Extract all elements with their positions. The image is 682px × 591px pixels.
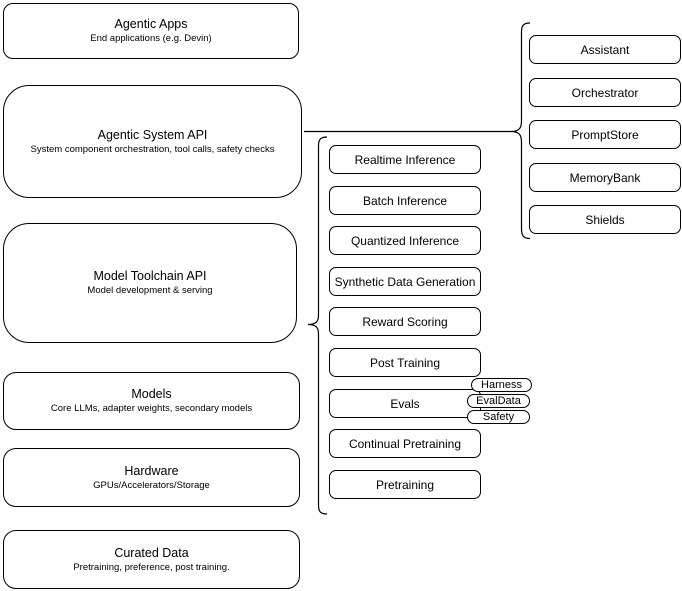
node-pretraining-label: Pretraining — [375, 477, 435, 492]
node-reward-scoring-label: Reward Scoring — [362, 314, 448, 329]
node-models-subtitle: Core LLMs, adapter weights, secondary mo… — [50, 403, 253, 414]
node-agentic-apps-subtitle: End applications (e.g. Devin) — [90, 33, 212, 44]
node-models: Models Core LLMs, adapter weights, secon… — [3, 372, 300, 430]
node-post-training-label: Post Training — [369, 355, 441, 370]
node-continual-pretraining-label: Continual Pretraining — [348, 436, 462, 451]
node-synthetic-data-generation: Synthetic Data Generation — [329, 267, 481, 296]
node-pretraining: Pretraining — [329, 470, 481, 499]
node-evals: Evals — [329, 389, 481, 418]
node-batch-inference-label: Batch Inference — [362, 193, 448, 208]
node-realtime-inference-label: Realtime Inference — [354, 152, 456, 167]
node-model-toolchain-api-title: Model Toolchain API — [93, 269, 207, 283]
node-agentic-system-api-subtitle: System component orchestration, tool cal… — [30, 143, 275, 155]
system-components-brace — [510, 22, 531, 240]
node-shields-label: Shields — [585, 212, 625, 227]
node-hardware-title: Hardware — [124, 463, 179, 478]
pill-evaldata-label: EvalData — [476, 394, 521, 407]
node-evals-label: Evals — [390, 396, 420, 411]
node-model-toolchain-api: Model Toolchain API Model development & … — [3, 223, 297, 343]
pill-harness: Harness — [471, 378, 532, 392]
pill-safety-label: Safety — [482, 410, 515, 423]
node-model-toolchain-api-subtitle: Model development & serving — [87, 285, 213, 296]
node-realtime-inference: Realtime Inference — [329, 145, 481, 174]
node-quantized-inference-label: Quantized Inference — [350, 233, 460, 248]
node-memorybank-label: MemoryBank — [569, 170, 641, 185]
node-agentic-system-api-title: Agentic System API — [97, 127, 208, 142]
node-assistant-label: Assistant — [580, 42, 630, 57]
node-memorybank: MemoryBank — [529, 163, 681, 192]
node-promptstore-label: PromptStore — [571, 127, 639, 142]
node-agentic-apps: Agentic Apps End applications (e.g. Devi… — [3, 3, 299, 59]
node-agentic-apps-title: Agentic Apps — [114, 17, 188, 31]
node-curated-data-subtitle: Pretraining, preference, post training. — [73, 561, 230, 573]
node-models-title: Models — [131, 387, 172, 401]
node-agentic-system-api: Agentic System API System component orch… — [3, 85, 302, 198]
pill-harness-label: Harness — [481, 378, 522, 391]
node-batch-inference: Batch Inference — [329, 186, 481, 215]
node-orchestrator: Orchestrator — [529, 78, 681, 107]
node-hardware-subtitle: GPUs/Accelerators/Storage — [93, 479, 210, 491]
node-continual-pretraining: Continual Pretraining — [329, 429, 481, 458]
node-quantized-inference: Quantized Inference — [329, 226, 481, 255]
node-orchestrator-label: Orchestrator — [571, 85, 639, 100]
node-post-training: Post Training — [329, 348, 481, 377]
toolchain-brace — [307, 136, 328, 515]
node-promptstore: PromptStore — [529, 120, 681, 149]
pill-evaldata: EvalData — [467, 394, 530, 408]
node-shields: Shields — [529, 205, 681, 234]
node-hardware: Hardware GPUs/Accelerators/Storage — [3, 448, 300, 507]
node-curated-data: Curated Data Pretraining, preference, po… — [3, 530, 300, 589]
node-curated-data-title: Curated Data — [114, 545, 189, 560]
node-synthetic-data-generation-label: Synthetic Data Generation — [334, 274, 476, 289]
node-assistant: Assistant — [529, 35, 681, 64]
node-reward-scoring: Reward Scoring — [329, 307, 481, 336]
pill-safety: Safety — [467, 410, 530, 424]
